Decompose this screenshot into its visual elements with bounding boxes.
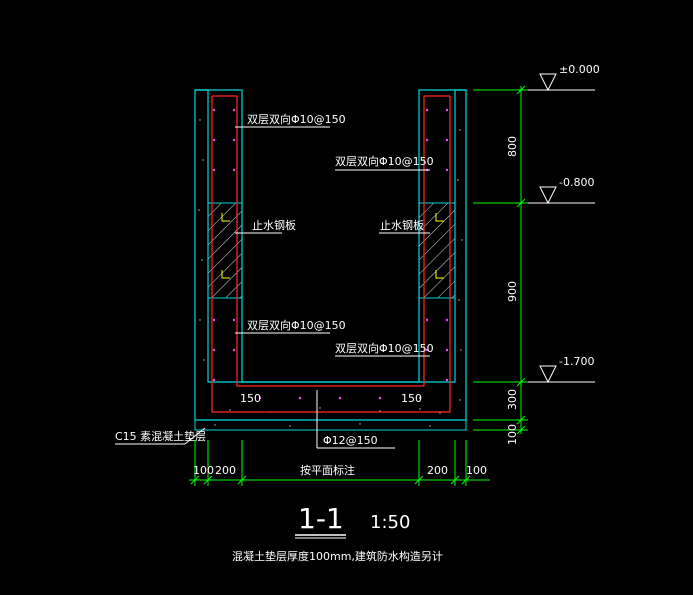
dim-100: 100 (506, 424, 519, 445)
dim-left-outer: 100 (193, 464, 214, 477)
dimension-labels: 800 900 300 100 100 200 按平面标注 200 100 (193, 136, 519, 477)
waterstop-label-left: 止水钢板 (252, 218, 296, 232)
base-dim-left: 150 (240, 392, 261, 405)
elevation-top: ±0.000 (559, 63, 600, 76)
waterstop-plates (221, 213, 444, 279)
elevation-mid: -0.800 (559, 176, 594, 189)
dim-center: 按平面标注 (300, 463, 355, 477)
base-dim-right: 150 (401, 392, 422, 405)
cushion-label: C15 素混凝土垫层 (115, 429, 206, 443)
rebar-label-right-upper: 双层双向Φ10@150 (335, 154, 434, 168)
rebar-cage (211, 95, 451, 413)
right-waterstop-zone (418, 202, 456, 299)
rebar-label-left-upper: 双层双向Φ10@150 (247, 112, 346, 126)
section-label: 1-1 (298, 502, 344, 535)
bottom-dimension-line (189, 440, 490, 486)
dim-300: 300 (506, 389, 519, 410)
rebar-label-bottom: Φ12@150 (323, 434, 378, 447)
annotations: 双层双向Φ10@150 双层双向Φ10@150 止水钢板 止水钢板 双层双向Φ1… (115, 112, 434, 447)
dim-right-wall: 200 (427, 464, 448, 477)
right-dimension-line (473, 85, 528, 435)
leader-lines (115, 126, 430, 449)
left-waterstop-zone (207, 202, 243, 299)
cushion-layer (194, 419, 467, 431)
elevation-bottom: -1.700 (559, 355, 594, 368)
rebar-label-right-lower: 双层双向Φ10@150 (335, 341, 434, 355)
inner-wall-outline (195, 89, 466, 383)
footnote: 混凝土垫层厚度100mm,建筑防水构造另计 (232, 549, 443, 563)
rebar-label-left-lower: 双层双向Φ10@150 (247, 318, 346, 332)
dim-900: 900 (506, 281, 519, 302)
scale-label: 1:50 (370, 512, 410, 533)
elevation-markers (528, 73, 595, 384)
rebar-dots (212, 108, 449, 400)
dim-800: 800 (506, 136, 519, 157)
dim-right-outer: 100 (466, 464, 487, 477)
dim-left-wall: 200 (215, 464, 236, 477)
elevation-labels: ±0.000 -0.800 -1.700 (559, 63, 600, 368)
waterstop-label-right: 止水钢板 (380, 218, 424, 232)
